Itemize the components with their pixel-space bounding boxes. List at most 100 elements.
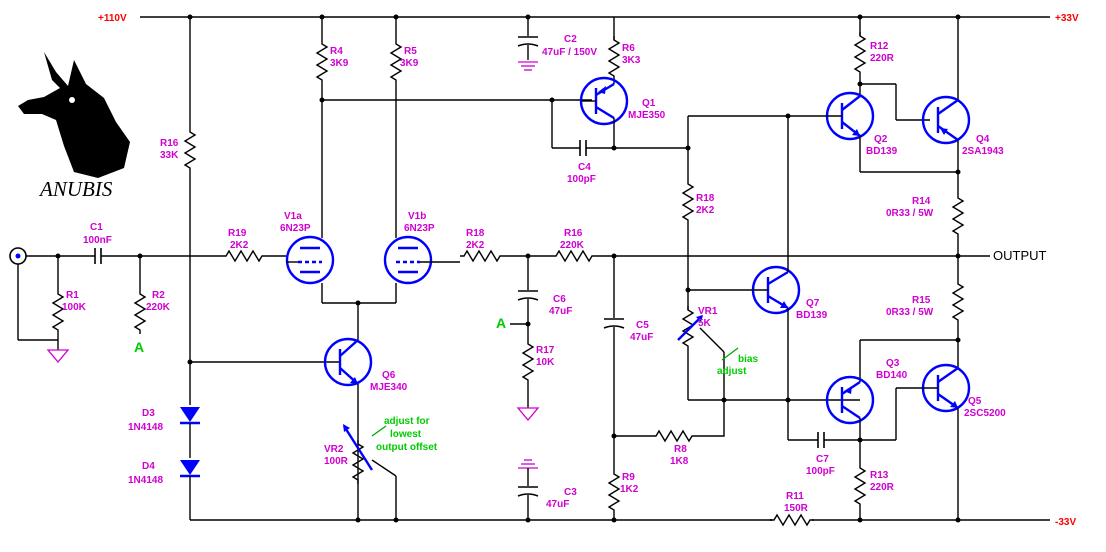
d4-value: 1N4148: [128, 475, 163, 486]
offset-note-line3: output offset: [376, 442, 438, 453]
bias-note-line1: bias: [738, 354, 758, 365]
r8-value: 1K8: [670, 456, 689, 467]
r13-value: 220R: [870, 482, 895, 493]
c7-value: 100pF: [806, 466, 835, 477]
r17-ref: R17: [536, 345, 555, 356]
q3-pnp-transistor-icon: [825, 375, 875, 425]
logo-text: ANUBIS: [38, 177, 113, 201]
r19-ref: R19: [228, 228, 247, 239]
c5-value: 47uF: [630, 332, 653, 343]
r16-resistor: [184, 127, 196, 173]
r8-resistor: [614, 400, 725, 443]
r2-ref: R2: [152, 290, 165, 301]
r5-value: 3K9: [400, 58, 419, 69]
q2-value: BD139: [866, 146, 898, 157]
q4-pnp-transistor-icon: [921, 95, 971, 145]
r1-ref: R1: [66, 290, 79, 301]
rail-110v-label: +110V: [98, 13, 127, 24]
r17-value: 10K: [536, 357, 555, 368]
v1b-triode-icon: [383, 235, 433, 285]
c2-ref: C2: [564, 34, 577, 45]
q5-value: 2SC5200: [964, 408, 1006, 419]
r11-ref: R11: [786, 491, 804, 502]
c6-value: 47uF: [549, 306, 572, 317]
c6-ref: C6: [553, 294, 566, 305]
q1-value: MJE350: [628, 110, 666, 121]
r18-bias-value: 2K2: [696, 205, 715, 216]
offset-note-line1: adjust for: [384, 416, 430, 427]
r6-value: 3K3: [622, 55, 641, 66]
r11-value: 150R: [784, 503, 809, 514]
r12-resistor: [854, 31, 866, 77]
vr1-value: 5K: [698, 318, 712, 329]
q6-value: MJE340: [370, 382, 408, 393]
r15-resistor: [952, 279, 964, 325]
q7-ref: Q7: [806, 298, 820, 309]
r16-feedback-resistor: [528, 249, 960, 263]
r4-ref: R4: [330, 46, 343, 57]
d3-ref: D3: [142, 408, 155, 419]
q6-npn-transistor-icon: [323, 337, 373, 387]
rail-33v-label: +33V: [1055, 13, 1079, 24]
d4-ref: D4: [142, 461, 155, 472]
r6-ref: R6: [622, 43, 635, 54]
r14-resistor: [952, 193, 964, 239]
output-label: OUTPUT: [993, 248, 1047, 263]
rail-neg-33v-label: -33V: [1055, 517, 1076, 528]
r9-value: 1K2: [620, 484, 639, 495]
r15-ref: R15: [912, 295, 931, 306]
junction-dots: [55, 14, 961, 523]
r18-feedback-resistor: [460, 249, 528, 263]
r5-ref: R5: [404, 46, 417, 57]
d3-diode-icon: [180, 407, 200, 422]
c4-value: 100pF: [567, 174, 596, 185]
input-jack-icon[interactable]: [9, 247, 27, 265]
r12-ref: R12: [870, 41, 889, 52]
ground-icon-r17: [516, 407, 540, 422]
c1-ref: C1: [90, 222, 103, 233]
r16-value: 33K: [160, 150, 179, 161]
c5-ref: C5: [636, 320, 649, 331]
q3-value: BD140: [876, 370, 908, 381]
vr2-value: 100R: [324, 456, 349, 467]
r13-resistor: [854, 463, 866, 509]
r9-ref: R9: [622, 472, 635, 483]
v1a-triode-icon: [285, 235, 335, 285]
r18-bias-resistor: [682, 179, 694, 225]
node-a-marker-right: A: [496, 315, 506, 331]
c4-ref: C4: [578, 162, 591, 173]
r19-value: 2K2: [230, 240, 249, 251]
q3-ref: Q3: [886, 358, 900, 369]
r13-ref: R13: [870, 470, 889, 481]
r19-resistor: [222, 249, 286, 263]
q1-ref: Q1: [642, 98, 656, 109]
v1b-ref: V1b: [408, 211, 426, 222]
r14-value: 0R33 / 5W: [886, 208, 934, 219]
r4-resistor: [316, 39, 328, 85]
r9-resistor: [608, 469, 620, 515]
r1-value: 100K: [62, 302, 87, 313]
r17-resistor: [522, 339, 534, 385]
r12-value: 220R: [870, 53, 895, 64]
node-a-marker-left: A: [134, 339, 144, 355]
ground-icon: [46, 349, 70, 364]
c3-ref: C3: [564, 487, 577, 498]
c3-value: 47uF: [546, 499, 569, 510]
v1a-ref: V1a: [284, 211, 302, 222]
r18-feedback-value: 2K2: [466, 240, 485, 251]
q4-value: 2SA1943: [962, 146, 1004, 157]
c1-value: 100nF: [83, 235, 112, 246]
r4-value: 3K9: [330, 58, 349, 69]
r18-feedback-ref: R18: [466, 228, 485, 239]
bias-note-line2: adjust: [717, 366, 747, 377]
v1b-value: 6N23P: [404, 223, 435, 234]
vr2-ref: VR2: [324, 444, 344, 455]
r11-resistor: [770, 513, 814, 527]
v1a-value: 6N23P: [280, 223, 311, 234]
r16-feedback-ref: R16: [564, 228, 583, 239]
q2-ref: Q2: [874, 134, 888, 145]
r2-value: 220K: [146, 302, 171, 313]
vr1-ref: VR1: [698, 306, 718, 317]
r2-resistor: [134, 289, 146, 335]
